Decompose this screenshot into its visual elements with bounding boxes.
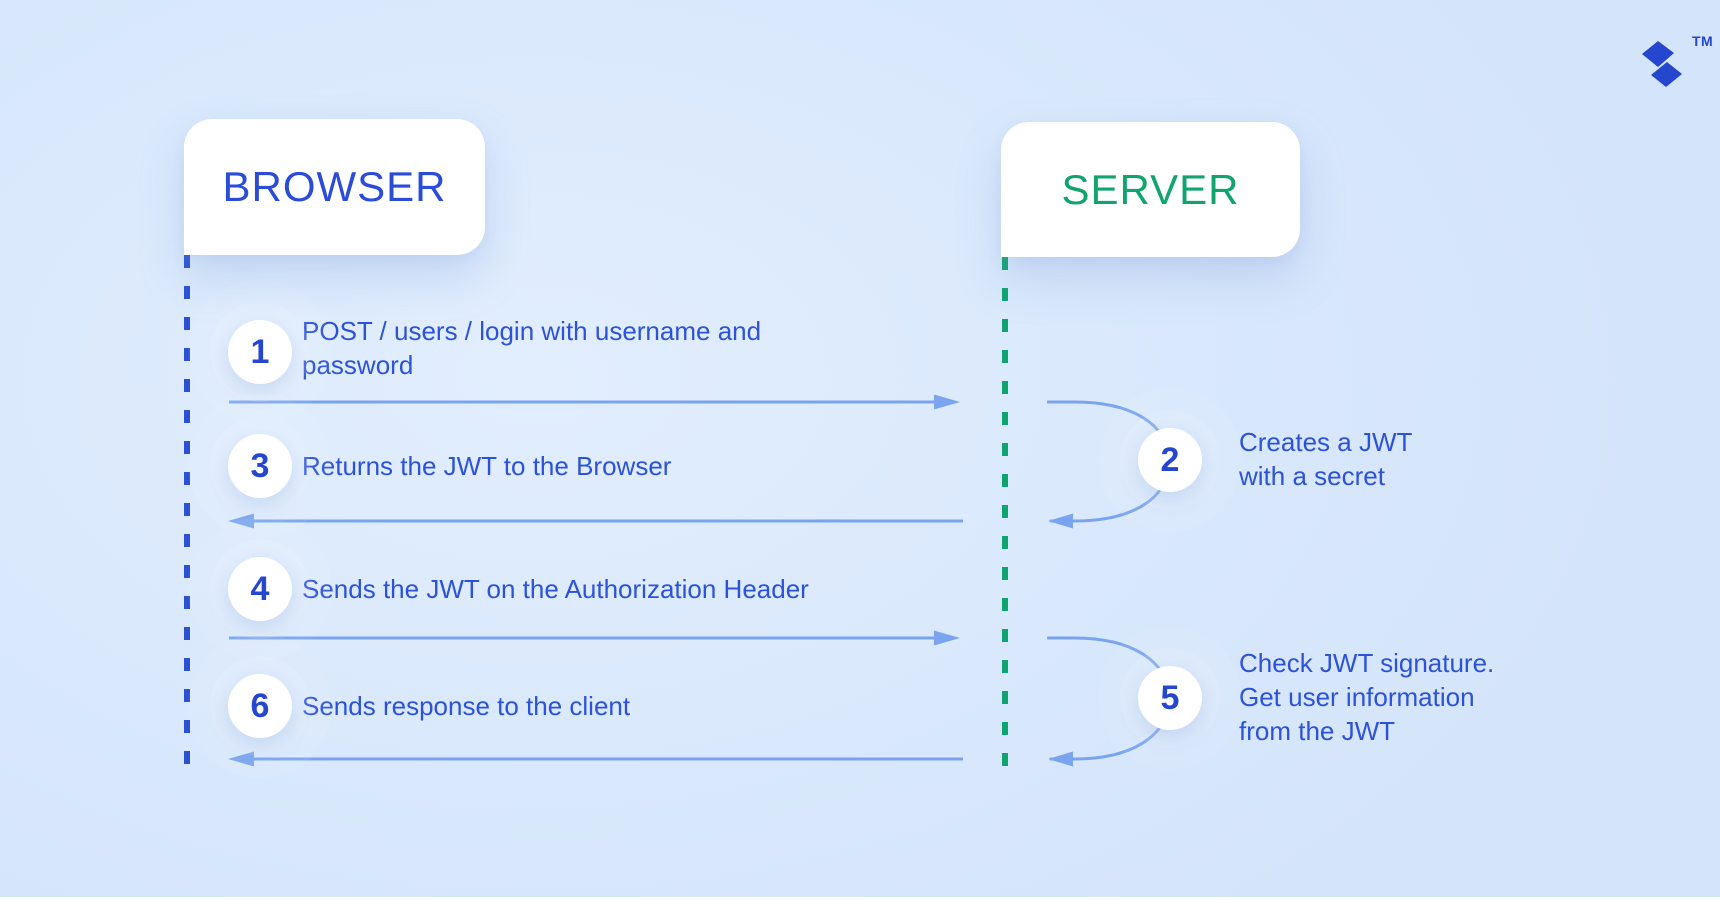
step-number: 3 [250, 446, 270, 485]
server-lifeline [1002, 257, 1008, 782]
step-circle-2: 2 [1138, 428, 1202, 492]
arrow-1-right-head-icon [934, 394, 960, 410]
step-circle-5: 5 [1138, 666, 1202, 730]
step-circle-1: 1 [228, 320, 292, 384]
arrow-3-left-head-icon [228, 513, 254, 529]
arrow-4-right-head-icon [934, 630, 960, 646]
message-text-1: POST / users / login with username and p… [302, 316, 762, 380]
step-number: 6 [250, 686, 270, 725]
step-number: 2 [1160, 440, 1180, 479]
message-text-2: Creates a JWT with a secret [1239, 427, 1412, 491]
server-actor-box: SERVER [1001, 122, 1300, 257]
bottom-white-strip [0, 897, 1720, 901]
step-circle-3: 3 [228, 434, 292, 498]
message-text-5: Check JWT signature. Get user informatio… [1239, 648, 1495, 746]
server-loop-5-head-icon [1048, 751, 1073, 767]
server-actor-label: SERVER [1061, 165, 1240, 213]
message-text-3: Returns the JWT to the Browser [302, 451, 672, 481]
message-text-6: Sends response to the client [302, 691, 631, 721]
step-number: 1 [250, 332, 270, 371]
toptal-logo-icon [1642, 41, 1682, 87]
server-loop-2-head-icon [1048, 513, 1073, 529]
message-text-4: Sends the JWT on the Authorization Heade… [302, 574, 809, 604]
step-circle-6: 6 [228, 674, 292, 738]
browser-actor-label: BROWSER [222, 163, 447, 210]
step-number: 4 [250, 569, 270, 608]
trademark-label: TM [1692, 33, 1714, 49]
browser-actor-box: BROWSER [184, 119, 485, 255]
arrow-6-left-head-icon [228, 751, 254, 767]
browser-lifeline [184, 255, 190, 782]
step-number: 5 [1160, 678, 1180, 717]
step-circle-4: 4 [228, 557, 292, 621]
